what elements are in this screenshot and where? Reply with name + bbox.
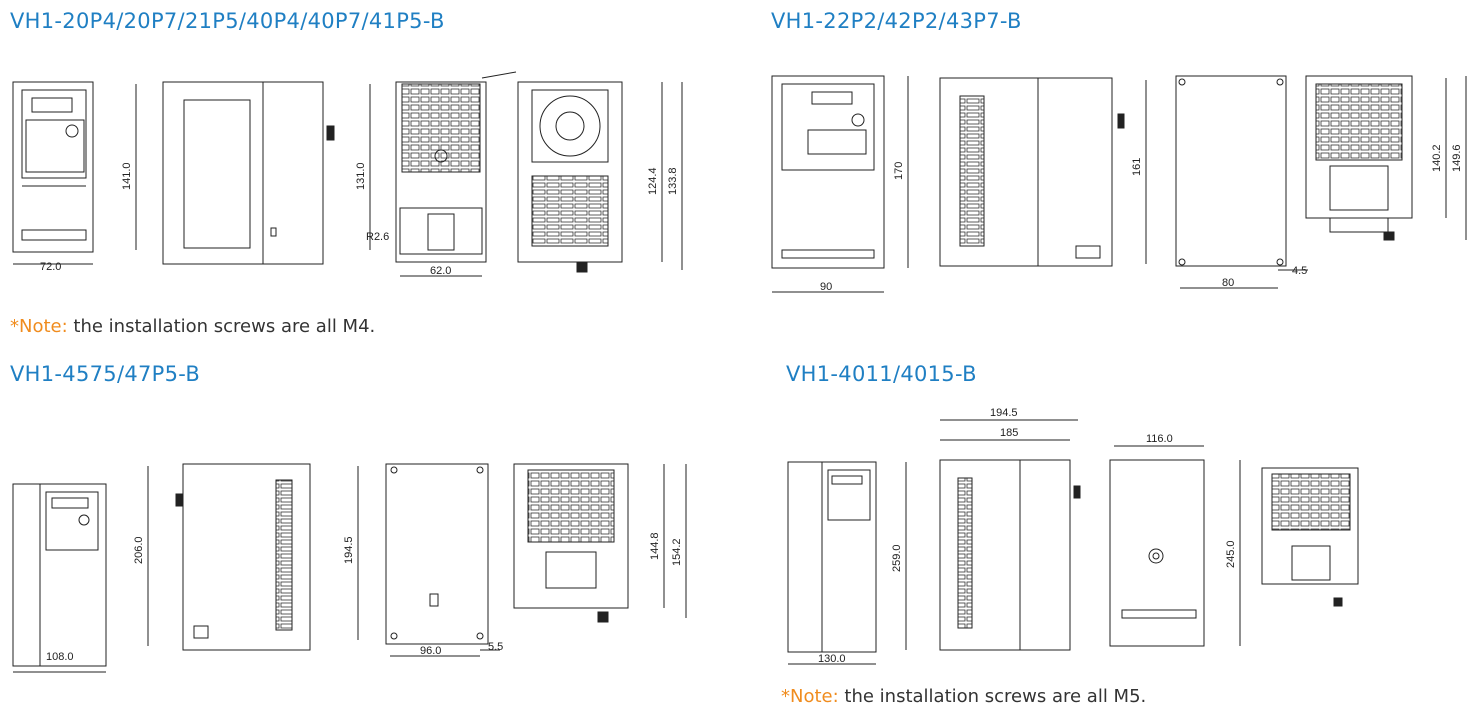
s3-dim-width-back: 96.0 xyxy=(420,645,441,657)
s2-top-view xyxy=(1305,75,1413,241)
note-text: the installation screws are all M5. xyxy=(838,686,1147,707)
s4-side-view xyxy=(939,459,1081,651)
section-title-3: VH1-4575/47P5-B xyxy=(10,362,201,386)
s1-side-view xyxy=(162,81,335,265)
s2-dim-width: 90 xyxy=(820,281,832,293)
s2-dim-width-back: 80 xyxy=(1222,277,1234,289)
s1-dim-width-front: 72.0 xyxy=(40,261,61,273)
s1-front-fan-view xyxy=(517,81,623,273)
s2-dimension-lines xyxy=(772,76,1467,293)
s3-front-view xyxy=(12,483,107,667)
s4-front-view xyxy=(787,461,877,653)
note-m4: *Note: the installation screws are all M… xyxy=(10,316,375,337)
s1-dim-height-back: 131.0 xyxy=(355,162,367,190)
s3-back-view xyxy=(385,463,489,645)
s2-dim-height-back: 161 xyxy=(1131,158,1143,176)
s4-dim-width-back: 116.0 xyxy=(1146,433,1173,445)
s3-side-view xyxy=(175,463,311,651)
s3-dim-height-side: 206.0 xyxy=(133,536,145,564)
s3-dim-height-back: 194.5 xyxy=(343,536,355,564)
s1-dim-width-back: 62.0 xyxy=(430,265,451,277)
s1-front-view xyxy=(12,81,94,253)
s2-dim-height-b: 149.6 xyxy=(1451,144,1463,172)
s1-dim-radius: R2.6 xyxy=(366,231,389,243)
s3-dim-offset: 5.5 xyxy=(488,641,503,653)
s4-dim-width-inner: 185 xyxy=(1000,427,1018,439)
section-title-4: VH1-4011/4015-B xyxy=(786,362,977,386)
s2-back-view xyxy=(1175,75,1287,267)
s3-dim-width-front: 108.0 xyxy=(46,651,74,663)
s1-back-view xyxy=(395,81,487,263)
s1-dim-height-side: 141.0 xyxy=(121,162,133,190)
s4-top-view xyxy=(1261,467,1359,607)
s4-dim-height-front: 259.0 xyxy=(891,544,903,572)
note-label: *Note: xyxy=(781,686,839,707)
s1-dim-height-3: 133.8 xyxy=(667,167,679,195)
s2-dim-offset: 4.5 xyxy=(1292,265,1307,277)
s4-back-view xyxy=(1109,459,1205,647)
section-title-1: VH1-20P4/20P7/21P5/40P4/40P7/41P5-B xyxy=(10,9,445,33)
s2-dim-height-a: 140.2 xyxy=(1431,144,1443,172)
s4-dim-width-top: 194.5 xyxy=(990,407,1018,419)
s3-dimension-lines xyxy=(13,464,687,673)
s3-top-view xyxy=(513,463,629,623)
s3-dim-height-a: 144.8 xyxy=(649,532,661,560)
s1-dim-height-2: 124.4 xyxy=(647,167,659,195)
s3-dim-height-b: 154.2 xyxy=(671,538,683,566)
s2-front-view xyxy=(771,75,885,269)
s2-side-view xyxy=(939,77,1125,267)
s1-dimension-lines xyxy=(13,71,683,277)
note-m5: *Note: the installation screws are all M… xyxy=(781,686,1146,707)
s4-dim-height-back: 245.0 xyxy=(1225,540,1237,568)
s2-dim-height: 170 xyxy=(893,162,905,180)
note-text: the installation screws are all M4. xyxy=(67,316,376,337)
note-label: *Note: xyxy=(10,316,68,337)
section-title-2: VH1-22P2/42P2/43P7-B xyxy=(771,9,1022,33)
s4-dim-width-front: 130.0 xyxy=(818,653,846,665)
s4-dimension-lines xyxy=(788,419,1241,665)
